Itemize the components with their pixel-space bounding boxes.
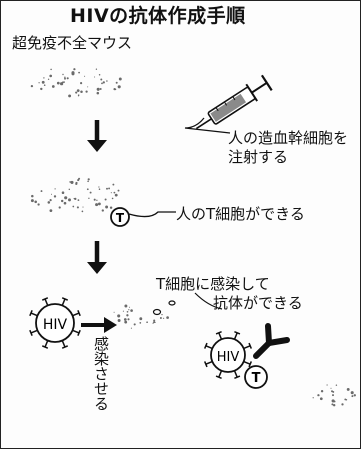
infection-label-line1: T細胞に感染して [156, 275, 270, 293]
infect-action-label: 感染させる [92, 336, 110, 411]
speck-blob-1 [152, 308, 162, 316]
svg-text:T: T [116, 211, 125, 225]
mouse-speckle-2 [30, 177, 120, 213]
stem-cell-label-line2: 注射する [228, 148, 289, 166]
antibody-icon [253, 323, 290, 359]
svg-text:HIV: HIV [217, 350, 240, 365]
syringe-icon [195, 74, 273, 130]
t-cell-icon: T [110, 207, 130, 227]
infect-arrow [81, 317, 117, 333]
stem-cell-label-line1: 人の造血幹細胞を [228, 129, 349, 147]
hiv-virus-icon-right: HIV [203, 330, 253, 380]
tcell-label: 人のT細胞ができる [176, 205, 305, 223]
leader-line-tcell [128, 211, 176, 218]
leader-line-stem [184, 117, 231, 134]
mouse-speckle-4 [312, 384, 356, 407]
mouse-speckle-3 [113, 304, 169, 329]
diagram-title: HIVの抗体作成手順 [70, 5, 246, 27]
speck-blob-2 [168, 300, 176, 306]
mouse-speckle-1 [30, 68, 122, 98]
infection-label-line2: 抗体ができる [213, 294, 303, 312]
mouse-label: 超免疫不全マウス [12, 34, 133, 52]
svg-text:T: T [252, 371, 261, 386]
leader-line-infection [194, 292, 223, 310]
down-arrow-1 [87, 120, 107, 152]
hiv-virus-icon-left: HIV [29, 297, 81, 349]
svg-text:HIV: HIV [43, 317, 68, 333]
down-arrow-2 [87, 241, 107, 274]
t-cell-icon-right: T [244, 365, 268, 389]
